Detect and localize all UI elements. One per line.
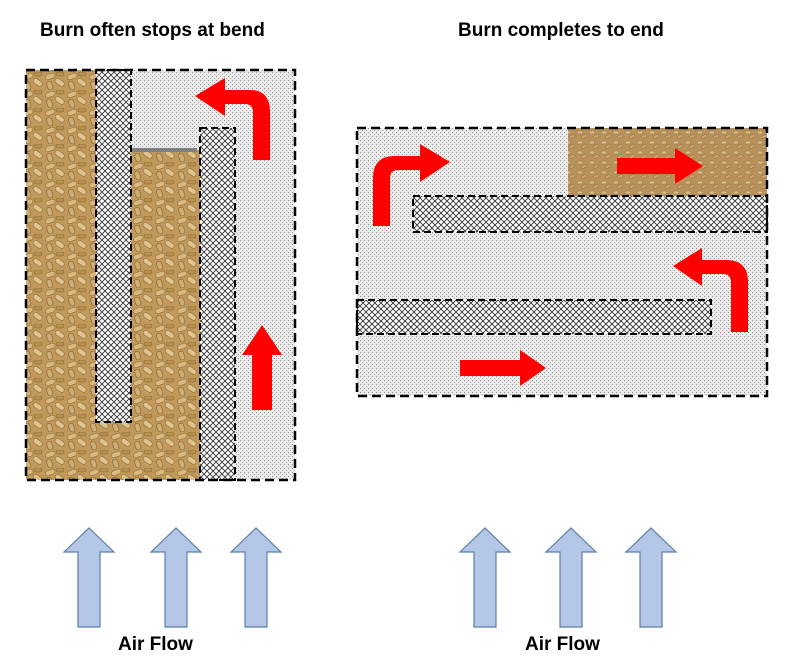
right-air-flow-arrows [458,527,678,628]
left-panel-title: Burn often stops at bend [40,20,265,41]
left-air-flow-label: Air Flow [118,634,193,655]
right-chamber-border [355,126,769,398]
left-chamber-border [24,68,297,482]
right-baffle-lower [356,299,712,335]
blue-up-arrow-icon [624,527,678,628]
right-panel-title: Burn completes to end [458,20,664,41]
left-baffle-1 [95,69,132,423]
left-air-flow-arrows [62,527,283,628]
red-arrow-icon [673,248,748,332]
left-baffle-2 [199,127,236,481]
blue-up-arrow-icon [149,527,203,628]
right-baffle-upper [412,195,768,233]
left-pellet-column-inner [131,150,200,422]
red-arrow-icon [617,148,703,184]
right-air-flow-label: Air Flow [525,634,600,655]
blue-up-arrow-icon [544,527,598,628]
blue-up-arrow-icon [458,527,512,628]
blue-up-arrow-icon [62,527,116,628]
left-pellet-bottom [96,422,200,480]
right-burn-chamber [355,126,769,398]
left-burn-chamber [24,68,297,482]
blue-up-arrow-icon [229,527,283,628]
left-pellet-column-outer [26,70,96,480]
red-arrow-icon [460,350,546,386]
red-arrow-icon [373,144,450,226]
red-arrow-icon [242,325,282,410]
red-arrow-icon [195,78,270,160]
